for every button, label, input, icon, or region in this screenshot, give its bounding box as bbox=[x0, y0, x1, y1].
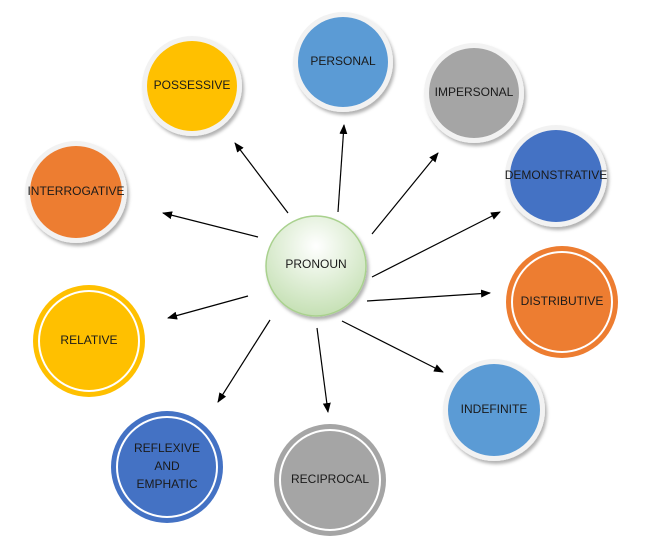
arrow-to-reflexive-and-emphatic bbox=[217, 319, 271, 403]
node-label: EMPHATIC bbox=[136, 477, 197, 491]
node-inner-ring bbox=[38, 290, 140, 392]
arrows bbox=[162, 124, 501, 413]
node-distributive: DISTRIBUTIVE bbox=[506, 246, 618, 358]
node-impersonal: IMPERSONAL bbox=[424, 43, 524, 143]
node-label: INTERROGATIVE bbox=[27, 184, 124, 198]
node-relative: RELATIVE bbox=[33, 285, 145, 397]
arrow-to-relative bbox=[167, 295, 249, 320]
node-circle bbox=[30, 146, 122, 238]
node-label: IMPERSONAL bbox=[435, 85, 514, 99]
node-circle bbox=[448, 364, 540, 456]
center-label: PRONOUN bbox=[285, 257, 346, 271]
node-label: DEMONSTRATIVE bbox=[505, 168, 607, 182]
arrow-to-distributive bbox=[366, 289, 491, 302]
node-label: PERSONAL bbox=[310, 54, 376, 68]
arrow-to-possessive bbox=[234, 142, 289, 214]
arrow-to-personal bbox=[337, 124, 348, 213]
node-circle bbox=[506, 246, 618, 358]
arrow-to-interrogative bbox=[162, 211, 259, 238]
node-reflexive-and-emphatic: REFLEXIVE AND EMPHATIC bbox=[111, 411, 223, 523]
node-reciprocal: RECIPROCAL bbox=[274, 424, 386, 536]
node-inner-ring bbox=[279, 429, 381, 531]
node-circle bbox=[429, 48, 519, 138]
node-inner-ring bbox=[511, 251, 613, 353]
node-circle bbox=[274, 424, 386, 536]
node-label: INDEFINITE bbox=[461, 402, 528, 416]
node-circle bbox=[33, 285, 145, 397]
node-circle bbox=[147, 41, 237, 131]
node-label: REFLEXIVE bbox=[134, 441, 200, 455]
node-label: DISTRIBUTIVE bbox=[521, 294, 604, 308]
node-label: RELATIVE bbox=[60, 333, 117, 347]
node-indefinite: INDEFINITE bbox=[443, 359, 545, 461]
node-circle bbox=[510, 130, 602, 222]
nodes: PERSONAL POSSESSIVE IMPERSONAL INTERROGATIV… bbox=[25, 12, 618, 536]
node-label: RECIPROCAL bbox=[291, 472, 369, 486]
node-circle bbox=[298, 17, 388, 107]
node-personal: PERSONAL bbox=[293, 12, 393, 112]
node-label: POSSESSIVE bbox=[154, 78, 231, 92]
node-inner-ring bbox=[116, 416, 218, 518]
node-label: AND bbox=[154, 459, 180, 473]
node-circle bbox=[111, 411, 223, 523]
node-possessive: POSSESSIVE bbox=[142, 36, 242, 136]
arrow-to-impersonal bbox=[371, 152, 439, 235]
node-interrogative: INTERROGATIVE bbox=[25, 141, 127, 243]
center-node-pronoun: PRONOUN bbox=[265, 215, 367, 317]
arrow-to-indefinite bbox=[341, 320, 444, 373]
arrow-to-demonstrative bbox=[371, 211, 501, 278]
center-circle bbox=[265, 215, 367, 317]
node-demonstrative: DEMONSTRATIVE bbox=[505, 125, 607, 227]
arrow-to-reciprocal bbox=[316, 327, 331, 413]
